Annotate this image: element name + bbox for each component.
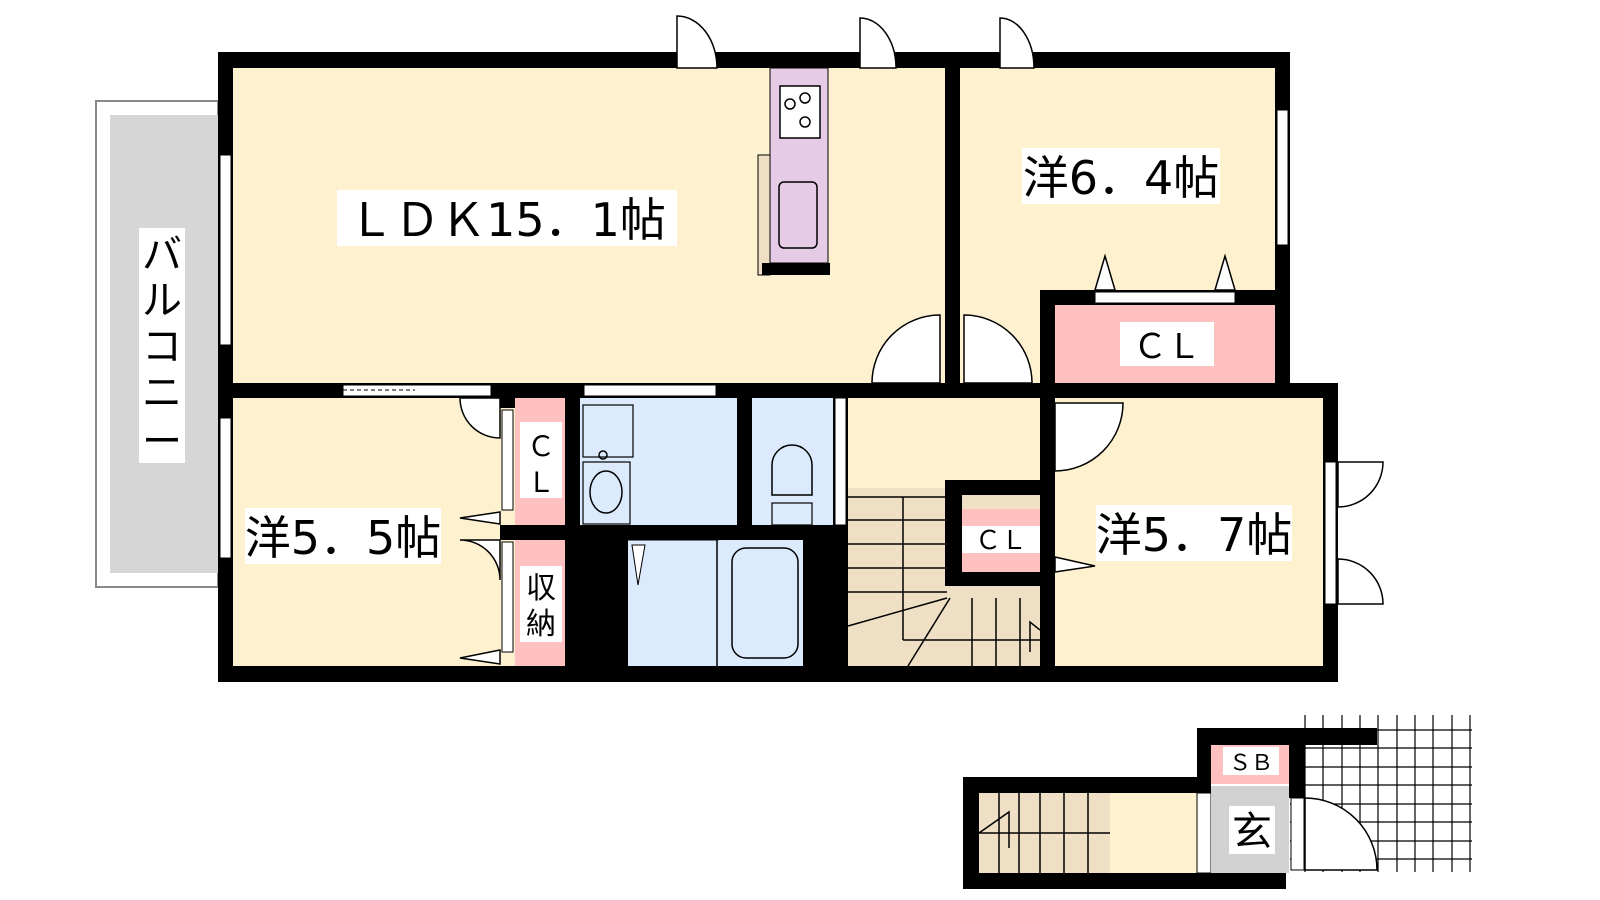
western-5-7-label: 洋5．7帖 xyxy=(1096,508,1293,562)
storage-label: 収 xyxy=(526,571,556,606)
door-icon xyxy=(871,314,941,384)
door-icon xyxy=(999,17,1035,69)
western-5-5-label: 洋5．5帖 xyxy=(245,511,442,565)
balcony-char: ニ xyxy=(142,370,182,416)
entrance-area xyxy=(963,715,1472,889)
toilet-icon xyxy=(771,444,813,496)
door-icon xyxy=(1337,461,1384,508)
entrance-label: 玄 xyxy=(1232,809,1272,855)
closet-label: Ｌ xyxy=(527,466,555,499)
door-icon xyxy=(963,314,1033,384)
room-labels: ＬＤＫ15．1帖 洋6．4帖 ＣＬ 洋5．5帖 Ｃ Ｌ 収 納 ＣＬ 洋5．7帖… xyxy=(245,148,1293,855)
doors xyxy=(459,15,1384,665)
stove-icon xyxy=(779,85,821,139)
balcony-char: ル xyxy=(142,278,182,324)
door-icon xyxy=(1337,558,1384,605)
storage-label: 納 xyxy=(526,607,556,642)
shoe-box-label: ＳＢ xyxy=(1229,751,1273,776)
bathroom xyxy=(628,540,803,666)
door-icon xyxy=(859,17,897,69)
toilet-room xyxy=(752,398,848,525)
closet-label: ＣＬ xyxy=(1133,327,1201,367)
balcony: バ ル コ ニ ー xyxy=(95,100,219,588)
door-icon xyxy=(1054,402,1124,472)
door-icon xyxy=(676,15,718,69)
stair-lines xyxy=(847,496,1041,667)
bathtub-icon xyxy=(731,547,799,659)
western-6-4-label: 洋6．4帖 xyxy=(1023,151,1220,205)
balcony-char: ー xyxy=(142,419,182,465)
hallway xyxy=(848,398,1040,488)
door-icon xyxy=(459,397,501,439)
closet-label: ＣＬ xyxy=(975,526,1027,556)
closet-label: Ｃ xyxy=(527,430,555,463)
door-icon xyxy=(459,539,501,581)
balcony-char: コ xyxy=(142,324,182,370)
kitchen-counter xyxy=(757,67,830,276)
washing-machine-icon xyxy=(582,404,634,458)
balcony-char: バ xyxy=(142,232,182,278)
entrance-door-icon xyxy=(1304,797,1378,871)
windows xyxy=(219,109,1337,605)
ldk-label: ＬＤＫ15．1帖 xyxy=(348,193,666,247)
washbasin-icon xyxy=(582,461,631,525)
sink-icon xyxy=(778,181,818,249)
